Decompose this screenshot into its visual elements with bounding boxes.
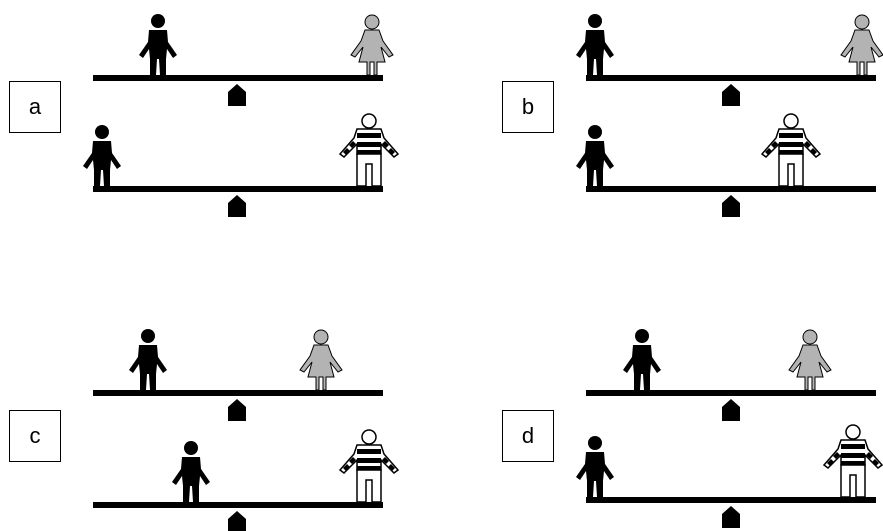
beam: [93, 390, 383, 396]
man-figure-icon: [139, 14, 177, 75]
panel-c: [93, 329, 399, 531]
fulcrum-icon: [722, 399, 740, 421]
fulcrum-icon: [722, 506, 740, 528]
beam: [93, 186, 383, 192]
striped-figure-icon: [761, 113, 821, 187]
man-figure-icon: [83, 125, 121, 186]
beam: [586, 390, 876, 396]
fulcrum-icon: [722, 195, 740, 217]
striped-figure-icon: [823, 424, 883, 498]
man-figure-icon: [623, 329, 661, 390]
panel-a: [83, 14, 399, 217]
beam: [93, 502, 383, 508]
panel-b-label: b: [502, 81, 554, 133]
fulcrum-icon: [228, 399, 246, 421]
woman-figure-icon: [788, 329, 832, 391]
man-figure-icon: [576, 125, 614, 186]
fulcrum-icon: [228, 84, 246, 106]
woman-figure-icon: [299, 329, 343, 391]
man-figure-icon: [576, 436, 614, 497]
panel-c-label: c: [9, 410, 61, 462]
man-figure-icon: [172, 441, 210, 502]
woman-figure-icon: [350, 14, 394, 76]
beam: [586, 497, 876, 503]
fulcrum-icon: [228, 511, 246, 531]
panel-a-label: a: [9, 81, 61, 133]
beam: [93, 75, 383, 81]
beam: [586, 186, 876, 192]
panel-b: [576, 14, 883, 217]
panel-d-label: d: [502, 410, 554, 462]
woman-figure-icon: [840, 14, 883, 76]
fulcrum-icon: [228, 195, 246, 217]
fulcrum-icon: [722, 84, 740, 106]
panel-d: [576, 329, 883, 528]
beam: [586, 75, 876, 81]
man-figure-icon: [129, 329, 167, 390]
striped-figure-icon: [339, 429, 399, 503]
striped-figure-icon: [339, 113, 399, 187]
man-figure-icon: [576, 14, 614, 75]
